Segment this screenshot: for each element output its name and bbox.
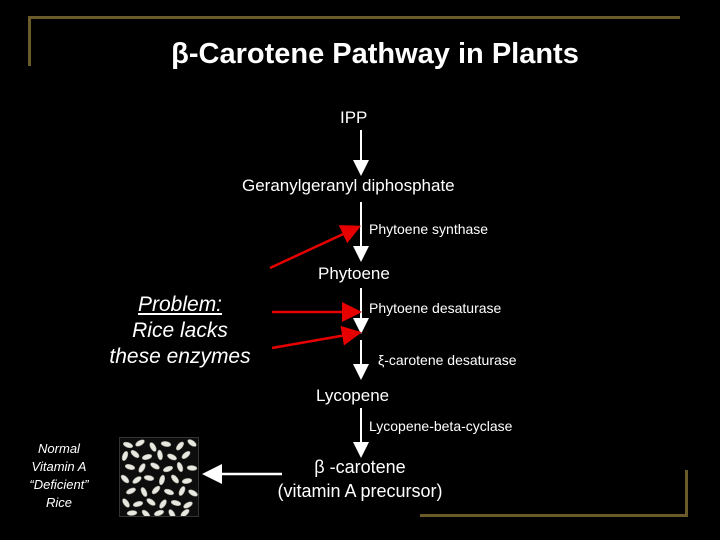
problem-arrow-phytoene-synthase bbox=[270, 230, 352, 268]
problem-arrow-xi-carotene-desaturase bbox=[272, 334, 352, 348]
